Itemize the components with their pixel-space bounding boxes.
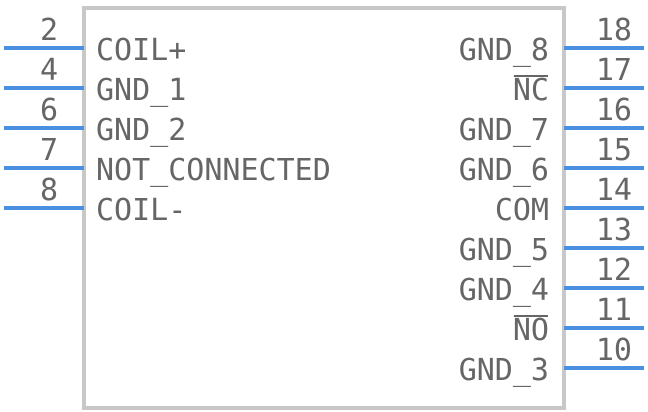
pin-label: COIL+ — [96, 33, 186, 68]
pin-label: GND_5 — [459, 233, 549, 268]
pin-number: 16 — [596, 93, 632, 128]
right-pin-group: 18GND_817NC16GND_715GND_614COM13GND_512G… — [459, 13, 644, 388]
pin-label: COM — [495, 193, 549, 228]
pin-label: GND_2 — [96, 113, 186, 148]
pin-number: 6 — [40, 93, 58, 128]
pin-number: 13 — [596, 213, 632, 248]
pin-number: 18 — [596, 13, 632, 48]
pin-number: 11 — [596, 293, 632, 328]
pin-number: 7 — [40, 133, 58, 168]
pin-number: 14 — [596, 173, 632, 208]
pin-number: 2 — [40, 13, 58, 48]
pin-number: 15 — [596, 133, 632, 168]
pin-label: GND_6 — [459, 153, 549, 188]
pin-label: NOT_CONNECTED — [96, 153, 331, 188]
pin-label: NO — [513, 313, 549, 348]
pin-number: 8 — [40, 173, 58, 208]
pin-label: NC — [513, 73, 549, 108]
pin-label: COIL- — [96, 193, 186, 228]
pin-number: 4 — [40, 53, 58, 88]
pin-label: GND_7 — [459, 113, 549, 148]
pin-label: GND_8 — [459, 33, 549, 68]
pin-label: GND_1 — [96, 73, 186, 108]
component-body — [82, 6, 566, 410]
pin-label: GND_3 — [459, 353, 549, 388]
pin-number: 12 — [596, 253, 632, 288]
pin-label: GND_4 — [459, 273, 549, 308]
pin-number: 17 — [596, 53, 632, 88]
pin-number: 10 — [596, 333, 632, 368]
